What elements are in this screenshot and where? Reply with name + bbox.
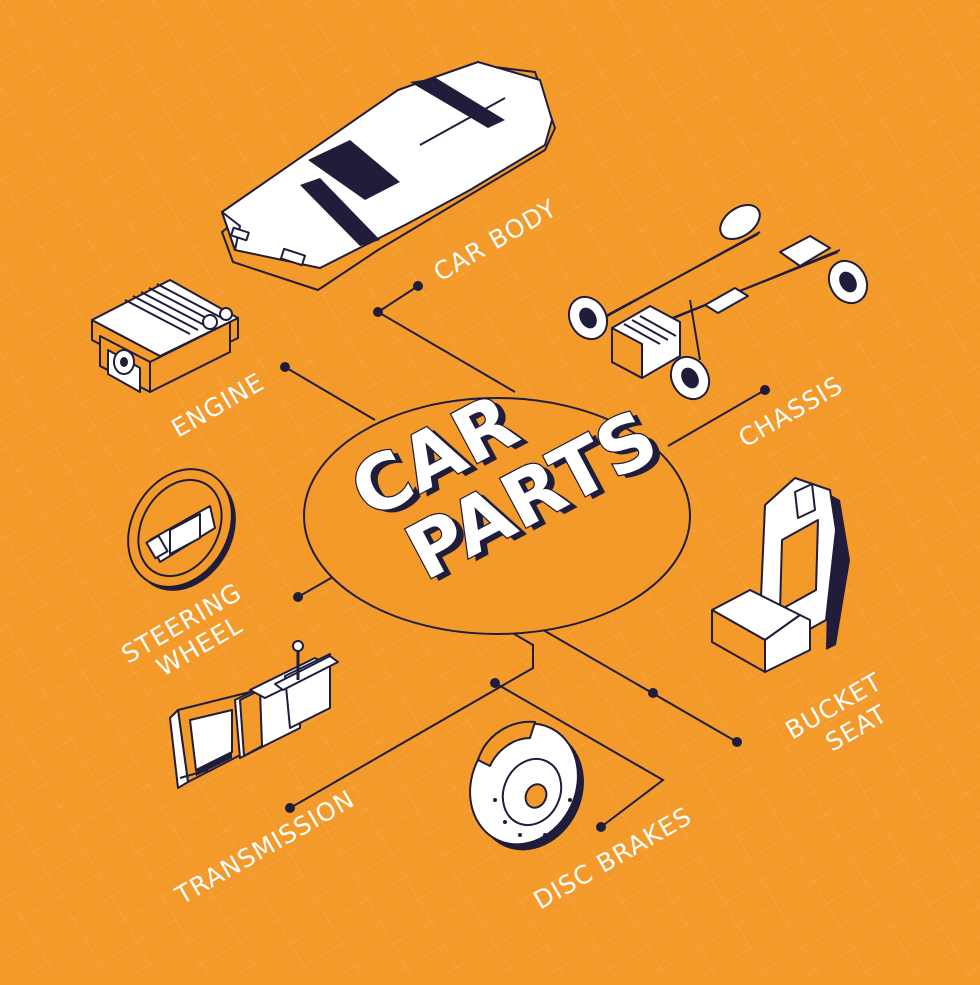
steering-wheel-icon [127, 468, 236, 591]
transmission-icon [169, 640, 339, 789]
car-body-icon [221, 61, 556, 291]
connector-bucket-seat [537, 626, 738, 743]
connector-chassis [667, 389, 766, 447]
bucket-seat-icon [711, 477, 850, 673]
connector-disc-brakes [494, 682, 665, 828]
center-ellipse [303, 397, 691, 635]
chassis-icon [567, 203, 869, 401]
engine-icon [91, 279, 239, 393]
connector-car-body [377, 285, 516, 393]
connector-engine [284, 366, 376, 421]
disc-brake-icon [469, 720, 584, 851]
